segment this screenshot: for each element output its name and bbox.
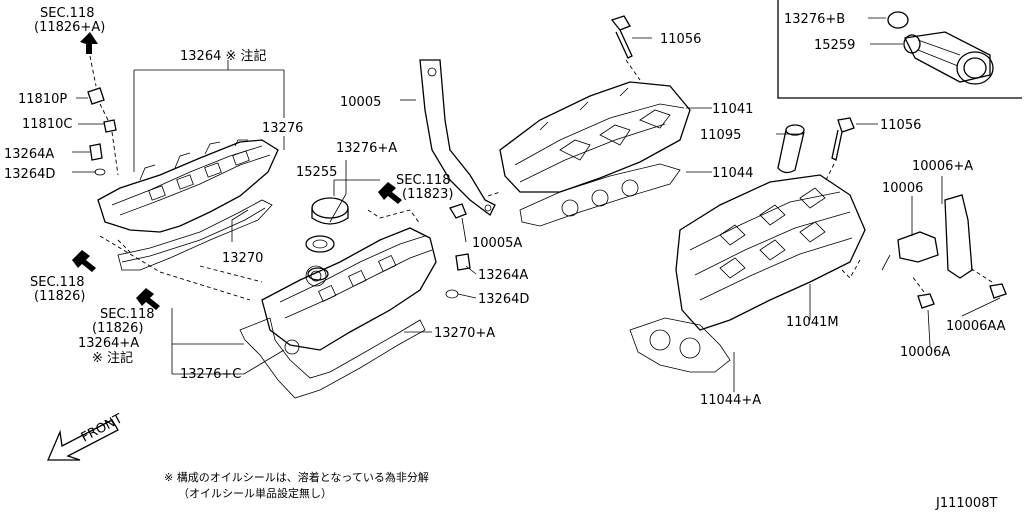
- label-15255: 15255: [296, 165, 337, 180]
- label-10005: 10005: [340, 95, 381, 110]
- footnote-line2: （オイルシール単品設定無し）: [178, 486, 332, 500]
- footnote-line1: ※ 構成のオイルシールは、溶着となっている為非分解: [164, 470, 429, 484]
- label-13264a-left: 13264A: [4, 147, 54, 162]
- oil-filler-tube: [887, 11, 994, 85]
- label-sec118-d: SEC.118: [396, 173, 451, 188]
- label-front: FRONT: [79, 411, 125, 445]
- arrow-sec-b: [72, 250, 96, 272]
- label-11810p: 11810P: [18, 92, 67, 107]
- cylinder-head-11041: [499, 81, 691, 193]
- bolt-10006aa: [989, 283, 1007, 299]
- sensor-11810p: [87, 87, 105, 105]
- diagram-id: J111008T: [935, 496, 997, 511]
- label-13264a-plus-note: ※ 注記: [92, 350, 133, 366]
- bolt-11056-top: [610, 15, 633, 59]
- label-13270: 13270: [222, 251, 263, 266]
- bolt-10006a: [917, 293, 935, 309]
- label-13264d-left: 13264D: [4, 167, 55, 182]
- gasket-13270: [117, 199, 273, 271]
- valve-cover-right: [261, 227, 437, 351]
- bracket-10005: [419, 59, 496, 216]
- arrow-sec-c: [136, 288, 160, 310]
- label-11044a: 11044+A: [700, 393, 761, 408]
- label-sec118-c: SEC.118: [100, 307, 155, 322]
- arrow-sec-a: [80, 32, 98, 54]
- label-sec118-a: SEC.118: [40, 6, 95, 21]
- gasket-13270a: [239, 317, 426, 399]
- label-13276a: 13276+A: [336, 141, 397, 156]
- label-13264: 13264 ※ 注記: [180, 48, 267, 64]
- washer-13264d-left: [94, 168, 106, 176]
- label-11044: 11044: [712, 166, 753, 181]
- label-10006a: 10006+A: [912, 159, 973, 174]
- label-11056-right: 11056: [880, 118, 921, 133]
- washer-13264d-mid: [445, 289, 459, 299]
- bolt-13264a-left: [89, 143, 103, 161]
- head-gasket-11044a: [629, 317, 731, 373]
- label-sec118-d-sub: (11823): [402, 187, 454, 202]
- label-sec118-b-sub: (11826): [34, 289, 86, 304]
- clip-11810c: [103, 119, 117, 133]
- oil-cap-15255: [305, 197, 349, 281]
- label-13264a-mid: 13264A: [478, 268, 528, 283]
- bracket-10006: [881, 194, 973, 279]
- label-10006aa: 10006AA: [946, 319, 1006, 334]
- label-13264d-mid: 13264D: [478, 292, 529, 307]
- cylinder-head-11041m: [675, 174, 866, 331]
- label-11056-top: 11056: [660, 32, 701, 47]
- label-15259: 15259: [814, 38, 855, 53]
- label-sec118-c-sub: (11826): [92, 321, 144, 336]
- valve-cover-left: [97, 139, 279, 233]
- bolt-11056-right: [831, 117, 855, 161]
- arrow-sec-d: [378, 182, 402, 204]
- label-13276b: 13276+B: [784, 12, 845, 27]
- inset-box: [777, 0, 1022, 99]
- label-10005a: 10005A: [472, 236, 522, 251]
- label-11041: 11041: [712, 102, 753, 117]
- seal-13276c: [284, 339, 300, 355]
- plug-11095: [777, 124, 805, 174]
- head-gasket-11044: [519, 163, 681, 227]
- label-10006: 10006: [882, 181, 923, 196]
- label-11095: 11095: [700, 128, 741, 143]
- label-sec118-a-sub: (11826+A): [34, 20, 105, 35]
- label-10006a2: 10006A: [900, 345, 950, 360]
- label-13264a-plus: 13264+A: [78, 336, 139, 351]
- bolt-13264a-mid: [455, 253, 471, 271]
- label-13276: 13276: [262, 121, 303, 136]
- bolt-10005a: [449, 203, 467, 219]
- label-11810c: 11810C: [22, 117, 72, 132]
- label-sec118-b: SEC.118: [30, 275, 85, 290]
- front-arrow-icon: [47, 419, 119, 461]
- label-13276c: 13276+C: [180, 367, 241, 382]
- label-13270a: 13270+A: [434, 326, 495, 341]
- label-11041m: 11041M: [786, 315, 839, 330]
